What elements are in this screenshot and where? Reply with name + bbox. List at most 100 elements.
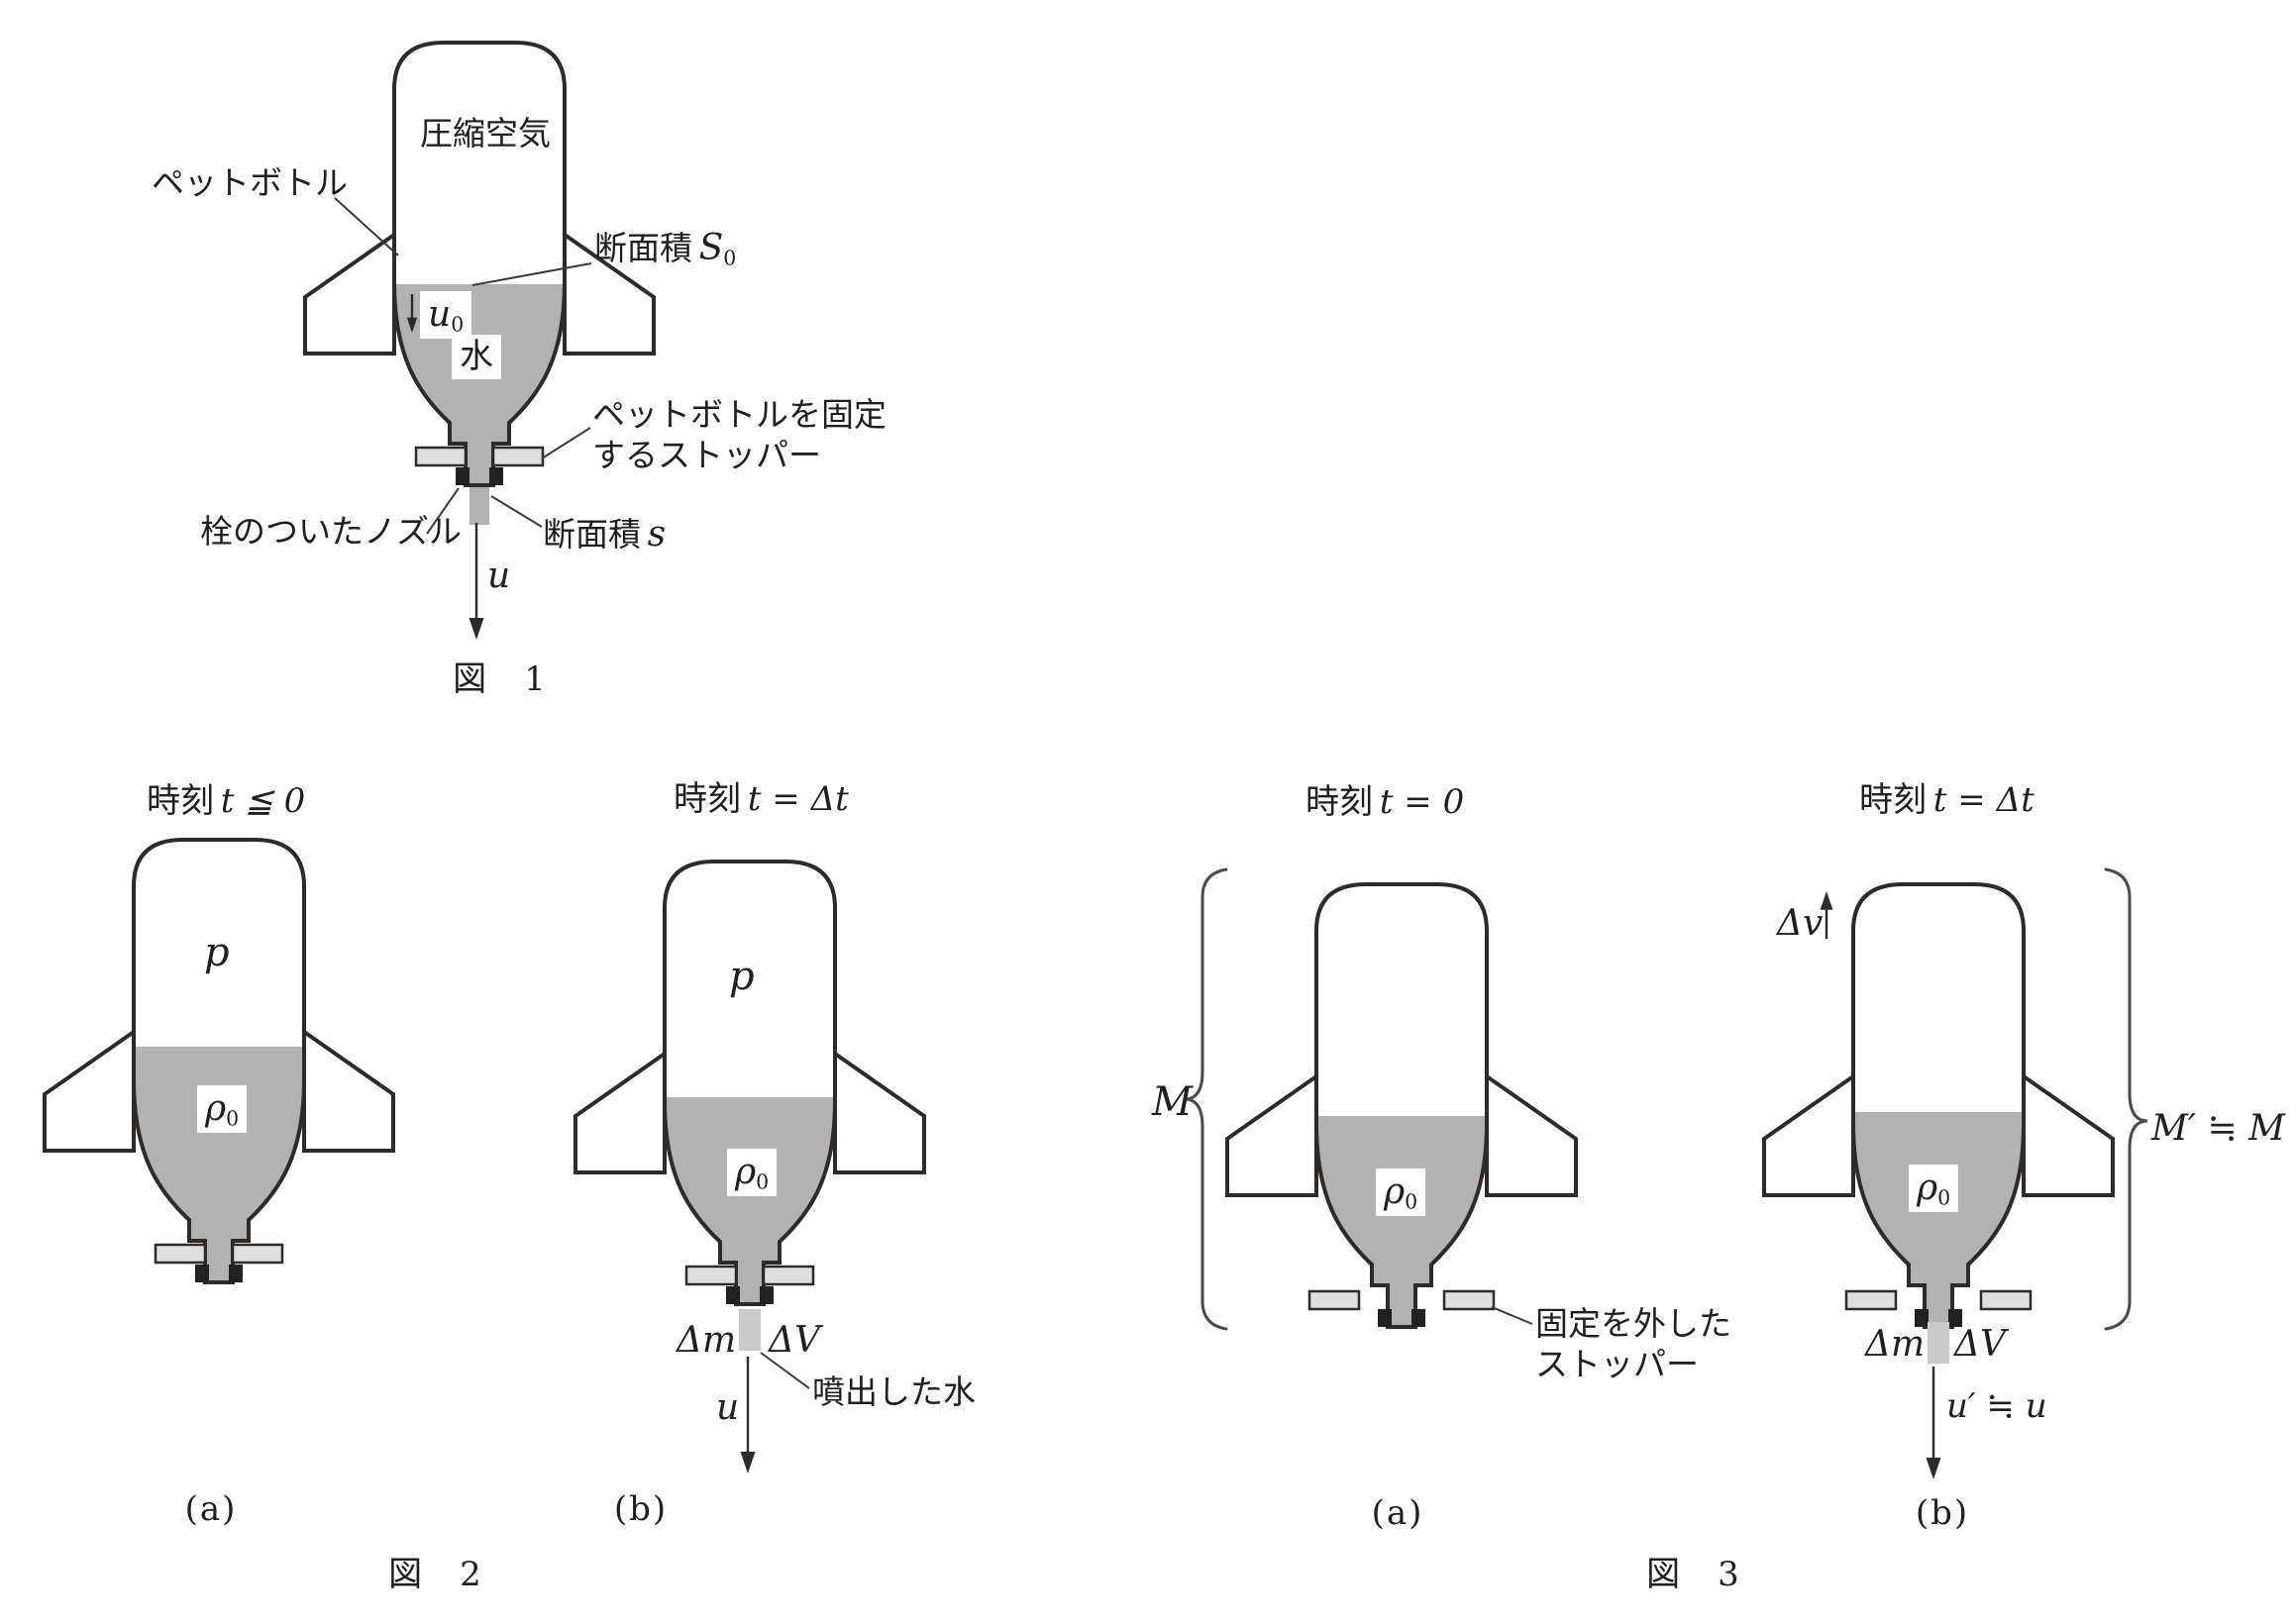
brace-mass-M [1184,867,1228,1331]
title-figure3a: 時刻 t = 0 [1305,782,1465,822]
rocket-figure3a [1225,882,1578,1329]
leader-cross-section-S0 [471,262,592,286]
label-density-3a: ρ0 [1376,1168,1426,1217]
bottle-outline [663,860,837,1306]
caption-panel-3b: (b) [1915,1493,1970,1533]
fin-left [43,1028,136,1153]
label-u0: u0 [420,291,472,340]
stopper-bar-left [1307,1289,1361,1311]
stopper-bar-left [1844,1289,1898,1311]
ejected-water-packet [1928,1322,1949,1364]
stopper-bar-right [231,1243,284,1265]
label-delta-m-2b: Δm [677,1320,737,1361]
nozzle-tube [740,1263,760,1306]
delta-v-arrow-figure3b [1820,891,1833,939]
rocket-figure2a [43,838,395,1284]
fin-left [574,1050,667,1174]
ejected-water-packet [739,1309,761,1351]
label-released-stopper: 固定を外した ストッパー [1535,1304,1731,1383]
label-cross-section-s: 断面積 s [543,514,667,555]
leader-cross-section-s [490,495,543,528]
label-u-prime-3b: u′ ≒ u [1946,1386,2047,1426]
label-ejected-water: 噴出した水 [812,1372,976,1411]
water-fill [1853,1112,2024,1327]
stopper-bar-right [762,1265,815,1286]
water-fill [665,1097,835,1304]
leader-released-stopper-label [1491,1306,1533,1325]
label-delta-V-3b: ΔV [1954,1324,2006,1365]
annotations-layer [334,197,2148,1389]
label-delta-m-3b: Δm [1865,1324,1926,1365]
arrows-layer [406,294,1941,1479]
label-mass-M-prime: M′ ≒ M [2151,1108,2285,1149]
nozzle-tube [1929,1285,1948,1329]
fin-right [302,1028,395,1153]
leader-bottle-label [334,197,399,256]
plug-right [1411,1309,1425,1327]
label-pressure-2b: p [729,954,755,999]
leader-nozzle-label [426,487,460,535]
label-pressure-2a: p [204,930,230,975]
plug-left [195,1265,209,1282]
plug-left [456,467,470,485]
stopper-bar-right [1979,1289,2033,1311]
label-compressed-air: 圧縮空気 [420,114,551,152]
stopper-bar-right [1442,1289,1496,1311]
plug-left [726,1286,740,1304]
bottle-outline [1314,882,1489,1329]
fin-right [1485,1072,1578,1197]
bottle-outline [392,41,567,487]
label-density-2b: ρ0 [727,1149,778,1197]
label-stopper: ペットボトルを固定 するストッパー [592,395,887,474]
caption-figure3: 図 3 [1646,1555,1741,1594]
label-delta-V-2b: ΔV [769,1320,820,1361]
title-figure3b: 時刻 t = Δt [1859,780,2035,820]
title-figure2a: 時刻 t ≦ 0 [147,781,306,821]
label-u-2b: u [716,1387,740,1428]
caption-panel-3a: (a) [1371,1493,1424,1533]
nozzle-tube [209,1241,229,1284]
rocket-figure2b [574,860,926,1351]
label-mass-M: M [1152,1079,1193,1125]
title-figure2b: 時刻 t = Δt [674,779,849,819]
fin-right [833,1050,926,1174]
fin-right [2022,1072,2115,1197]
label-density-3b: ρ0 [1909,1165,1959,1213]
nozzle-tube [1392,1285,1411,1329]
brace-mass-M-prime [2104,867,2148,1331]
stopper-bar-left [154,1243,207,1265]
caption-panel-2b: (b) [613,1489,669,1529]
u-arrow-figure3b [1926,1367,1941,1479]
label-delta-v-3b: Δv [1777,903,1824,944]
bottle-outline [1851,882,2026,1329]
stopper-bar-right [491,446,545,467]
u-arrow-figure2b [740,1357,756,1473]
stopper-bar-left [414,446,468,467]
rocket-figure1 [303,41,656,525]
u-arrow-figure1 [469,523,484,640]
fin-left [303,231,396,355]
leader-stopper-label [541,427,591,459]
rocket-figure3b [1762,882,2115,1364]
label-u-figure1: u [487,556,511,596]
plug-left [1378,1309,1392,1327]
plug-right [489,467,503,485]
fin-left [1762,1072,1855,1197]
water-fill [134,1047,304,1282]
plug-right [760,1286,774,1304]
bottle-outline [132,838,306,1284]
caption-panel-2a: (a) [184,1489,238,1529]
caption-figure1: 図 1 [453,660,548,699]
stopper-bar-left [684,1265,738,1286]
label-density-2a: ρ0 [197,1085,248,1134]
u0-arrow [406,294,418,333]
fin-left [1225,1072,1318,1197]
plug-right [1948,1309,1962,1327]
water-fill [1316,1116,1487,1327]
plug-right [229,1265,243,1282]
rockets-layer [43,41,2115,1364]
caption-figure2: 図 2 [388,1555,483,1594]
leader-ejected-water-label [760,1352,810,1389]
